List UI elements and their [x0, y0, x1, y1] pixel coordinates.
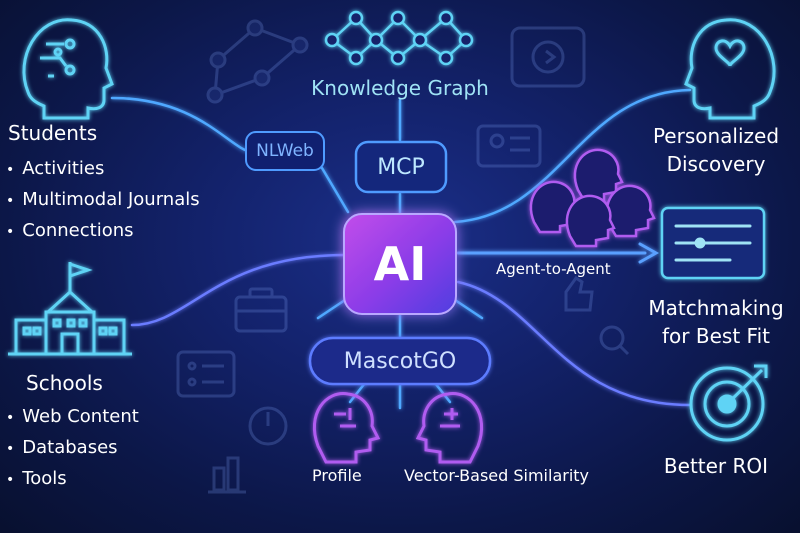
agent-head-icon: [573, 148, 624, 202]
target-icon: [689, 364, 768, 442]
knowledge-graph-icon: [324, 10, 474, 66]
connector-ai-left-diag: [316, 298, 347, 320]
agent-head-icon: [605, 184, 656, 238]
schools-list: Web Content Databases Tools: [6, 401, 139, 494]
agent-head-icon: [565, 194, 616, 248]
background-bar-chart-icon: [208, 456, 246, 494]
agent-heads-icon: [529, 148, 656, 248]
mcp-pill-shape: [354, 140, 448, 194]
matchmaking-line: Matchmaking: [648, 296, 784, 320]
mascotgo-pill-shape: [308, 336, 492, 386]
students-list-item: Activities: [6, 153, 200, 184]
schools-list-item: Web Content: [6, 401, 139, 432]
students-list-item: Multimodal Journals: [6, 184, 199, 215]
background-thumbs-up-icon: [564, 275, 594, 312]
connector-ai-right-diag: [453, 298, 484, 320]
mcp-label: MCP: [377, 154, 425, 180]
ai-core-shape: [343, 213, 457, 315]
connector-ai-roi: [456, 280, 692, 407]
schools-list-item: Tools: [6, 463, 139, 494]
personalized-discovery-label: Personalized Discovery: [640, 122, 792, 178]
connector-mascotgo-profile: [348, 381, 367, 404]
background-id-card-icon: [476, 124, 542, 168]
heart-head-icon: [684, 18, 776, 120]
matchmaking-label: Matchmaking for Best Fit: [640, 294, 792, 350]
background-video-icon: [510, 26, 586, 88]
connector-mascotgo-vector: [433, 381, 452, 404]
connector-students-nlweb: [110, 96, 254, 154]
background-network-icon: [206, 19, 309, 104]
background-search-icon: [599, 325, 630, 356]
background-list-icon: [176, 350, 236, 398]
vector-head-icon: [415, 392, 484, 464]
schools-title: Schools: [26, 371, 103, 395]
schools-list-item: Databases: [6, 432, 139, 463]
connector-schools-ai: [130, 253, 347, 327]
connector-ai-personalized: [453, 88, 692, 224]
nlweb-label: NLWeb: [256, 141, 314, 161]
background-decoration: [176, 19, 630, 494]
student-head-icon: [22, 18, 114, 120]
better-roi-label: Better ROI: [663, 454, 769, 478]
vector-similarity-label: Vector-Based Similarity: [404, 466, 590, 485]
connector-nlweb-ai: [320, 166, 350, 214]
matchmaking-panel-icon: [660, 206, 766, 280]
students-list: Activities Multimodal Journals Connectio…: [6, 153, 200, 246]
profile-head-icon: [312, 392, 381, 464]
background-briefcase-icon: [234, 287, 288, 333]
background-gauge-icon: [248, 406, 288, 446]
connector-lines: [110, 88, 692, 410]
profile-label: Profile: [312, 466, 362, 485]
students-list-item: Connections: [6, 215, 200, 246]
nlweb-pill-shape: [245, 131, 325, 171]
knowledge-graph-label: Knowledge Graph: [311, 76, 489, 100]
school-building-icon: [8, 262, 132, 356]
students-title: Students: [8, 121, 98, 145]
agent-to-agent-label: Agent-to-Agent: [496, 260, 611, 278]
arrow-head-icon: [638, 242, 660, 264]
personalized-line: Personalized: [652, 124, 780, 148]
discovery-line: Discovery: [666, 152, 766, 176]
best-fit-line: for Best Fit: [662, 324, 770, 348]
ai-core-label: AI: [373, 237, 427, 291]
mascotgo-label: MascotGO: [343, 348, 457, 374]
